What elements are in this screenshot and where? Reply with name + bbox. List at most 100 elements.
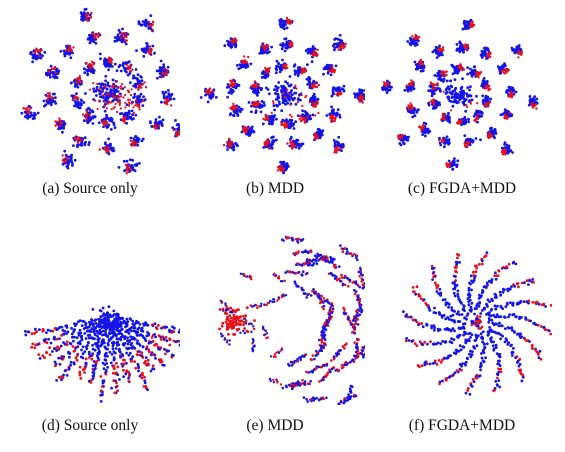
target-point xyxy=(88,13,92,17)
source-point xyxy=(22,107,25,110)
source-point xyxy=(316,48,319,51)
source-point xyxy=(357,96,360,100)
source-point xyxy=(155,343,159,346)
target-point xyxy=(54,102,58,105)
source-point xyxy=(115,110,119,114)
source-point xyxy=(281,123,285,126)
target-point xyxy=(103,354,107,358)
source-point xyxy=(113,84,116,87)
source-point xyxy=(465,105,469,109)
source-point xyxy=(314,135,317,139)
target-point xyxy=(105,113,108,117)
target-point xyxy=(230,92,233,95)
source-point xyxy=(272,102,275,105)
target-point xyxy=(167,92,171,96)
target-point xyxy=(138,350,141,353)
target-point xyxy=(250,125,254,129)
source-point xyxy=(121,362,125,366)
target-point xyxy=(74,346,77,350)
target-point xyxy=(75,336,79,339)
target-point xyxy=(331,89,335,92)
target-point xyxy=(61,162,65,166)
source-point xyxy=(37,353,41,356)
target-point xyxy=(166,65,170,69)
source-point xyxy=(102,122,106,126)
target-point xyxy=(112,340,115,344)
target-point xyxy=(279,22,283,26)
target-point xyxy=(471,139,475,143)
target-point xyxy=(55,379,58,382)
target-point xyxy=(99,344,102,348)
target-point xyxy=(127,376,130,380)
target-point xyxy=(134,85,138,89)
source-point xyxy=(164,352,167,356)
target-point xyxy=(238,108,242,112)
target-point xyxy=(485,81,489,85)
source-point xyxy=(168,343,172,347)
target-point xyxy=(26,330,30,334)
target-point xyxy=(94,89,98,93)
source-point xyxy=(129,359,133,363)
target-point xyxy=(134,134,138,138)
caption-b: (b) MDD xyxy=(245,180,305,197)
source-point xyxy=(308,100,311,104)
target-point xyxy=(463,26,467,30)
source-point xyxy=(329,120,333,123)
target-point xyxy=(87,329,91,333)
target-point xyxy=(164,90,168,94)
target-point xyxy=(99,400,103,403)
target-point xyxy=(141,137,145,141)
source-point xyxy=(151,20,155,24)
target-point xyxy=(113,91,117,95)
source-point xyxy=(227,143,231,147)
source-point xyxy=(445,70,448,73)
source-point xyxy=(128,104,131,107)
target-point xyxy=(121,354,125,358)
target-point xyxy=(358,90,362,94)
target-point xyxy=(424,122,428,126)
target-point xyxy=(275,89,279,92)
source-point xyxy=(118,102,122,105)
target-point xyxy=(75,92,78,95)
source-point xyxy=(228,314,231,317)
source-point xyxy=(123,116,127,120)
source-point xyxy=(461,69,464,72)
source-point xyxy=(111,86,114,89)
target-point xyxy=(272,140,276,143)
target-point xyxy=(426,128,430,132)
target-point xyxy=(115,337,119,341)
source-point xyxy=(160,360,164,363)
source-point xyxy=(267,139,270,142)
source-point xyxy=(116,85,119,89)
target-point xyxy=(87,143,91,147)
source-point xyxy=(504,114,507,117)
source-point xyxy=(65,49,68,52)
target-point xyxy=(127,353,131,357)
target-point xyxy=(129,335,133,338)
target-point xyxy=(466,137,470,141)
target-point xyxy=(143,379,147,382)
target-point xyxy=(468,88,471,92)
target-point xyxy=(419,69,423,73)
target-point xyxy=(292,123,295,126)
target-point xyxy=(388,81,391,85)
source-point xyxy=(141,373,145,377)
target-point xyxy=(174,119,177,122)
target-point xyxy=(261,122,265,126)
target-point xyxy=(145,47,149,50)
target-point xyxy=(91,68,95,71)
target-point xyxy=(306,113,309,116)
source-point xyxy=(386,83,389,86)
target-point xyxy=(131,76,135,80)
target-point xyxy=(307,75,311,79)
source-point xyxy=(314,104,317,107)
source-point xyxy=(113,391,117,395)
source-point xyxy=(342,46,345,50)
target-point xyxy=(296,74,300,77)
target-point xyxy=(295,138,299,142)
target-point xyxy=(309,294,313,297)
target-point xyxy=(138,322,142,326)
source-point xyxy=(289,113,292,116)
target-point xyxy=(330,109,334,112)
source-point xyxy=(286,142,289,145)
